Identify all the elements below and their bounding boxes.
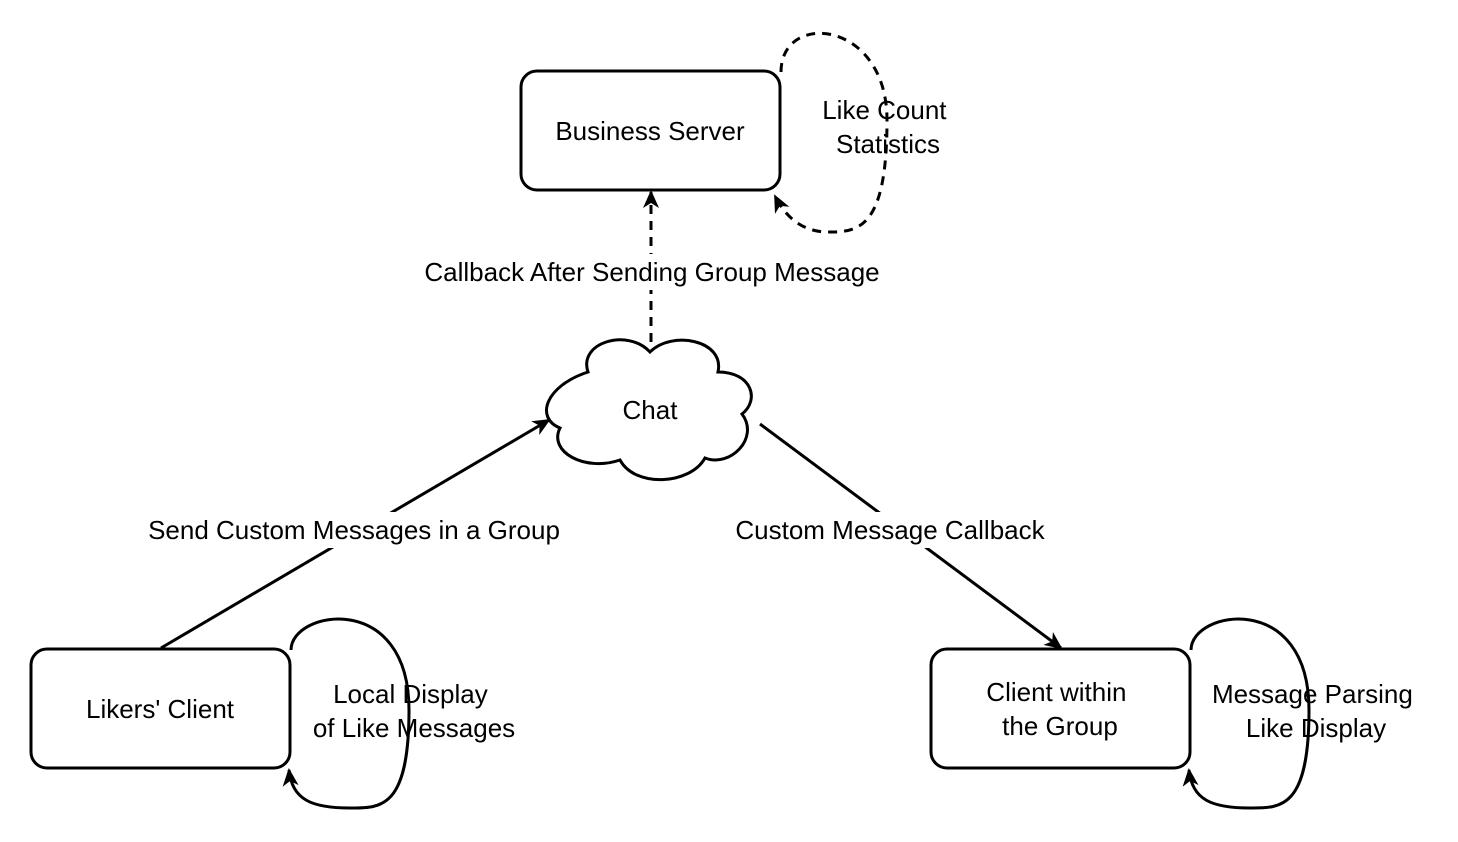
loop-like-count-statistics <box>773 31 889 234</box>
local-display-label: Local Display of Like Messages <box>313 679 515 743</box>
custom-message-callback-label: Custom Message Callback <box>735 515 1045 545</box>
message-parsing-line-2: Like Display <box>1246 713 1386 743</box>
group-client-label-line-1: Client within <box>986 677 1126 707</box>
local-display-line-2: of Like Messages <box>313 713 515 743</box>
loop-local-display <box>282 617 411 810</box>
loop-message-parsing <box>1182 617 1311 810</box>
business-server-label: Business Server <box>555 116 745 146</box>
callback-after-sending-label: Callback After Sending Group Message <box>424 257 879 287</box>
group-client-box <box>929 647 1192 770</box>
callback-label-background <box>390 254 916 290</box>
like-count-line-1: Like Count <box>822 95 947 125</box>
group-client-label: Client within the Group <box>986 677 1133 741</box>
send-custom-messages-label: Send Custom Messages in a Group <box>148 515 560 545</box>
like-count-line-2: Statistics <box>836 129 940 159</box>
likers-client-label: Likers' Client <box>86 694 235 724</box>
likers-client-box <box>29 647 292 770</box>
custom-callback-label-background <box>712 512 1070 548</box>
like-count-statistics-label: Like Count Statistics <box>822 95 954 159</box>
chat-label: Chat <box>623 395 679 425</box>
local-display-line-1: Local Display <box>333 679 488 709</box>
message-parsing-line-1: Message Parsing <box>1212 679 1413 709</box>
message-parsing-label: Message Parsing Like Display <box>1212 679 1420 743</box>
group-client-label-line-2: the Group <box>1002 711 1118 741</box>
business-server-box <box>519 69 782 192</box>
chat-cloud <box>545 338 753 482</box>
send-custom-label-background <box>118 512 592 548</box>
